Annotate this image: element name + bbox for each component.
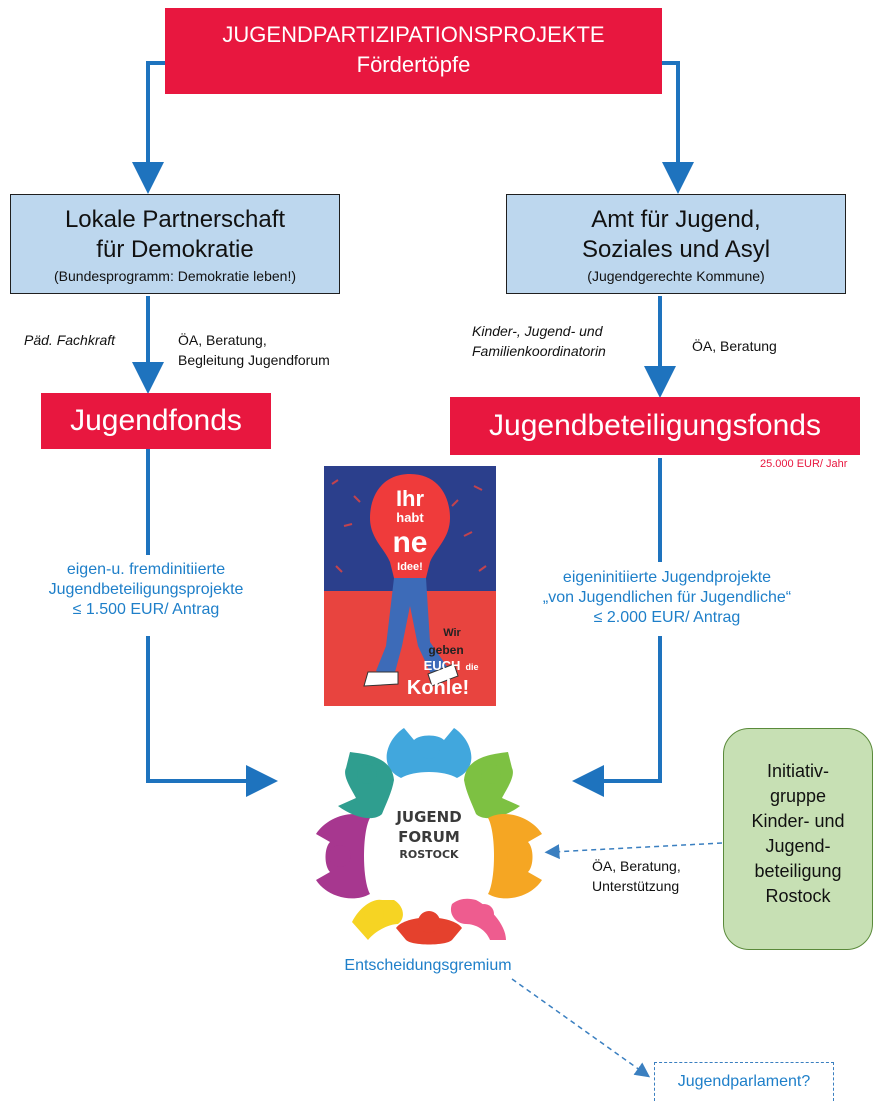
right-tasks-note: ÖA, Beratung [692, 338, 777, 354]
arrow-forum-to-parliament [511, 978, 651, 1078]
youth-parliament-box: Jugendparlament? [654, 1062, 834, 1101]
youth-office-box: Amt für Jugend, Soziales und Asyl (Jugen… [506, 194, 846, 294]
initiative-line-4: Jugend- [765, 836, 831, 856]
local-partnership-box: Lokale Partnerschaft für Demokratie (Bun… [10, 194, 340, 294]
local-partnership-title-1: Lokale Partnerschaft [64, 206, 286, 233]
poster-line-4: Idee! [397, 561, 423, 573]
local-partnership-subtitle: (Bundesprogramm: Demokratie leben!) [54, 268, 296, 284]
right-projects-line-2: „von Jugendlichen für Jugendliche“ [542, 589, 792, 606]
left-tasks-line-1: ÖA, Beratung, [178, 332, 267, 348]
poster-line-1: Ihr [396, 486, 425, 511]
logo-text-3: ROSTOCK [399, 848, 459, 861]
decision-body-caption: Entscheidungsgremium [344, 957, 512, 974]
local-partnership-title-2: für Demokratie [96, 236, 254, 263]
arrow-top-right [662, 61, 694, 194]
logo-text-2: FORUM [398, 828, 460, 846]
left-projects-line-1: eigen-u. fremdinitiierte [66, 561, 226, 578]
right-projects-line-3: ≤ 2.000 EUR/ Antrag [593, 609, 741, 626]
support-line-1: ÖA, Beratung, [592, 858, 681, 874]
youth-participation-fund-box: Jugendbeteiligungsfonds [450, 397, 860, 455]
left-tasks-note: ÖA, Beratung, Begleitung Jugendforum [178, 330, 330, 370]
arrow-top-left [132, 61, 165, 194]
arrow-initiative-to-forum [544, 842, 723, 860]
right-role-line-2: Familienkoordinatorin [472, 343, 606, 359]
funding-pots-title: JUGENDPARTIZIPATIONSPROJEKTE [222, 22, 605, 47]
poster-line-8: die [465, 662, 478, 672]
arrow-right-to-forum [572, 636, 662, 797]
initiative-line-6: Rostock [765, 886, 831, 906]
youth-office-title-2: Soziales und Asyl [581, 236, 771, 263]
initiative-line-1: Initiativ- [766, 761, 829, 781]
poster-line-7: EUCH [424, 658, 461, 673]
left-projects-line-2: Jugendbeteiligungsprojekte [48, 581, 244, 598]
initiative-line-3: Kinder- und [751, 811, 845, 831]
youth-office-subtitle: (Jugendgerechte Kommune) [587, 268, 765, 284]
left-projects-line-3: ≤ 1.500 EUR/ Antrag [72, 601, 220, 618]
poster-line-5: Wir [443, 627, 461, 639]
initiative-line-5: beteiligung [754, 861, 842, 881]
funding-pots-subtitle: Fördertöpfe [356, 52, 471, 77]
youth-forum-logo: JUGEND FORUM ROSTOCK [316, 728, 542, 945]
support-note: ÖA, Beratung, Unterstützung [592, 856, 681, 896]
support-line-2: Unterstützung [592, 878, 680, 894]
youth-fund-box: Jugendfonds [41, 393, 271, 449]
poster-line-2: habt [396, 510, 424, 525]
poster-line-3: ne [392, 526, 427, 559]
initiative-line-2: gruppe [769, 786, 827, 806]
left-tasks-line-2: Begleitung Jugendforum [178, 352, 330, 368]
poster-line-6: geben [428, 643, 463, 657]
poster-image: Ihr habt ne Idee! Wir geben EUCH die Koh… [324, 466, 496, 706]
arrow-left-to-forum [146, 636, 278, 797]
poster-line-9: Kohle! [407, 677, 469, 699]
logo-text-1: JUGEND [395, 808, 461, 826]
left-projects-text: eigen-u. fremdinitiierte Jugendbeteiligu… [0, 560, 292, 620]
left-role-note: Päd. Fachkraft [24, 332, 116, 348]
logo-figures [316, 728, 542, 945]
right-projects-text: eigeninitiierte Jugendprojekte „von Juge… [508, 568, 826, 628]
initiative-group-box: Initiativ- gruppe Kinder- und Jugend- be… [723, 728, 873, 950]
right-role-note: Kinder-, Jugend- und Familienkoordinator… [472, 321, 606, 361]
right-role-line-1: Kinder-, Jugend- und [472, 323, 603, 339]
youth-office-title-1: Amt für Jugend, [591, 206, 761, 233]
funding-pots-box: JUGENDPARTIZIPATIONSPROJEKTE Fördertöpfe [165, 8, 662, 94]
participation-fund-budget: 25.000 EUR/ Jahr [760, 458, 848, 470]
right-projects-line-1: eigeninitiierte Jugendprojekte [562, 569, 772, 586]
